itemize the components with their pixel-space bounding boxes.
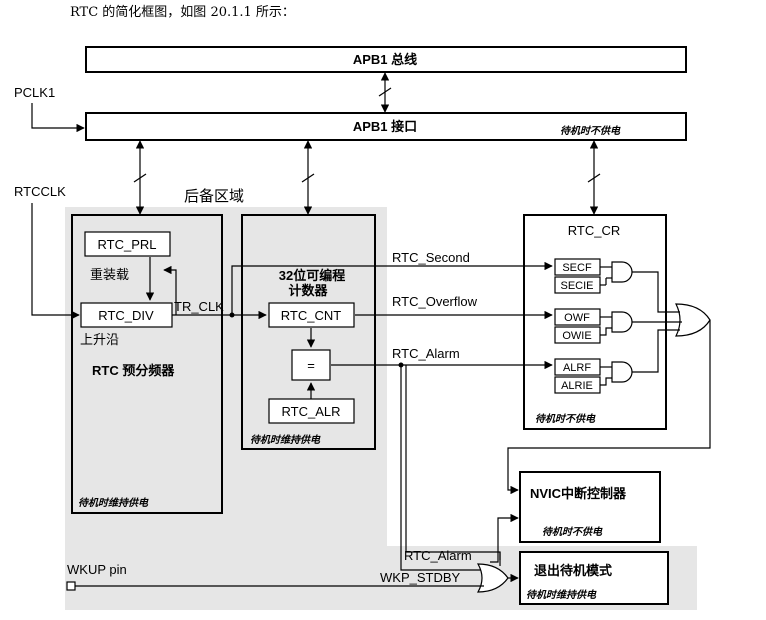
alarm-to-exit — [405, 365, 501, 560]
wkp-stdby-label: WKP_STDBY — [380, 570, 461, 585]
counter-block — [241, 214, 376, 450]
wkup-pin-label: WKUP pin — [67, 562, 127, 577]
backup-domain-label: 后备区域 — [184, 187, 244, 205]
exit-standby-block — [519, 551, 669, 605]
counter-power-label: 待机时维持供电 — [250, 434, 321, 446]
alarm-to-or — [400, 365, 482, 571]
rtc-cr-label: RTC_CR — [568, 223, 621, 238]
and3-in2 — [600, 377, 612, 386]
interrupt-to-nvic — [507, 320, 711, 495]
apb1-interface — [85, 112, 687, 141]
and-gate-second — [611, 261, 633, 283]
rtc-alarm-label: RTC_Alarm — [392, 346, 460, 361]
rtc-div-label: RTC_DIV — [98, 308, 154, 323]
div-reload-feedback — [163, 265, 177, 315]
or-in1 — [632, 271, 680, 313]
and-gate-overflow — [611, 311, 633, 333]
nvic-label: NVIC中断控制器 — [530, 486, 627, 501]
counter-title-1: 32位可编程 — [279, 268, 345, 283]
caption: RTC 的简化框图，如图 20.1.1 所示： — [70, 4, 295, 20]
compare-box — [291, 349, 331, 381]
counter-title-2: 计数器 — [288, 283, 328, 298]
bus-slash — [378, 87, 392, 97]
rtc-cnt-box — [268, 302, 355, 328]
secf-label: SECF — [562, 262, 592, 274]
reload-label: 重装载 — [90, 267, 129, 283]
rtc-overflow-label: RTC_Overflow — [392, 294, 478, 309]
or-in3 — [632, 329, 680, 373]
rtc-prl-box — [84, 231, 171, 257]
owf-label: OWF — [564, 312, 590, 324]
rtc-alr-box — [268, 398, 355, 424]
prescaler-block — [71, 214, 223, 514]
rtc-alarm2-label: RTC_Alarm — [404, 548, 472, 563]
secie-label: SECIE — [560, 280, 593, 292]
rtcclk-line — [31, 203, 80, 320]
second-line — [231, 261, 553, 315]
wkup-pin-box — [66, 581, 76, 591]
and-gate-alarm — [611, 361, 633, 383]
nvic-power-label: 待机时不供电 — [542, 526, 603, 538]
apb1-interface-label: APB1 接口 — [353, 119, 417, 134]
rtc-alr-label: RTC_ALR — [281, 404, 340, 419]
rtc-prl-label: RTC_PRL — [97, 237, 156, 252]
rtc-cr-power-label: 待机时不供电 — [535, 413, 596, 425]
alrie-label: ALRIE — [561, 380, 593, 392]
and2-in2 — [600, 327, 612, 336]
alarm-to-nvic — [490, 513, 519, 563]
slash-rtc-cr — [587, 173, 601, 183]
or-gate-wakeup — [476, 563, 509, 593]
exit-standby-power-label: 待机时维持供电 — [526, 589, 597, 601]
pclk1-label: PCLK1 — [14, 85, 55, 100]
apb1-bus — [85, 46, 687, 73]
slash-prescaler — [133, 173, 147, 183]
nvic-block — [519, 471, 661, 543]
owie-label: OWIE — [562, 330, 591, 342]
rtcclk-label: RTCCLK — [14, 184, 66, 199]
rising-edge-label: 上升沿 — [80, 333, 119, 348]
compare-label: = — [307, 358, 315, 373]
rtc-cnt-label: RTC_CNT — [281, 308, 341, 323]
apb1-bus-label: APB1 总线 — [353, 52, 417, 67]
pclk1-line — [31, 103, 85, 133]
rtc-second-label: RTC_Second — [392, 250, 470, 265]
or-gate-interrupt — [675, 303, 711, 337]
prescaler-label: RTC 预分频器 — [92, 363, 175, 378]
tr-clk-label: TR_CLK — [174, 299, 224, 314]
exit-standby-label: 退出待机模式 — [534, 563, 612, 579]
apb1-no-power-label: 待机时不供电 — [560, 125, 621, 137]
prescaler-power-label: 待机时维持供电 — [78, 497, 149, 509]
slash-counter — [301, 173, 315, 183]
alrf-label: ALRF — [563, 362, 591, 374]
